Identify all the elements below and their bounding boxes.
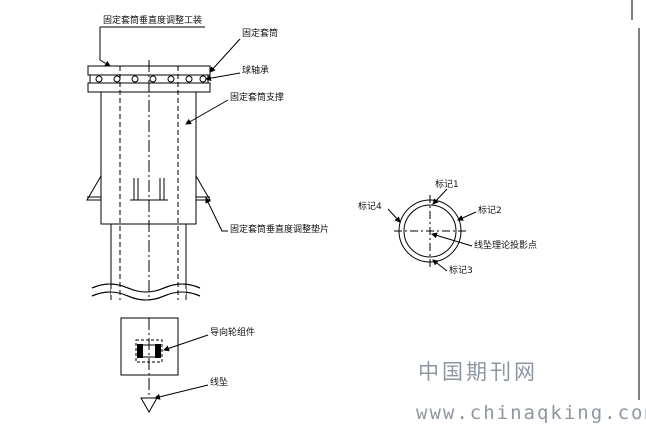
label-adjust-tool: 固定套筒垂直度调整工装 bbox=[103, 16, 203, 26]
leader-mark2 bbox=[457, 211, 477, 221]
leader-projection bbox=[431, 232, 473, 247]
leader-mark3 bbox=[432, 259, 448, 272]
leader-adjust-tool bbox=[99, 27, 111, 67]
label-guide-wheel: 导向轮组件 bbox=[210, 328, 256, 338]
leader-adjust-shim bbox=[205, 197, 228, 232]
leader-mark1 bbox=[432, 188, 448, 205]
label-adjust-shim: 固定套筒垂直度调整垫片 bbox=[230, 225, 330, 235]
shim-right bbox=[195, 174, 211, 201]
label-projection: 线坠理论投影点 bbox=[474, 241, 538, 251]
leader-mark4 bbox=[387, 208, 401, 223]
label-sleeve-support: 固定套筒支撑 bbox=[230, 93, 285, 103]
label-mark2: 标记2 bbox=[478, 206, 502, 216]
plumb-bob bbox=[140, 397, 158, 414]
watermark-url: www.chinaqking.com bbox=[416, 402, 646, 424]
ball-bearing-balls bbox=[95, 75, 207, 83]
center-bracket bbox=[130, 178, 168, 201]
leader-guide-wheel bbox=[163, 334, 209, 352]
watermark-chinese: 中国期刊网 bbox=[418, 360, 538, 384]
label-mark4: 标记4 bbox=[358, 202, 382, 212]
leader-plumb-line bbox=[154, 384, 209, 400]
shim-left bbox=[86, 174, 102, 201]
leader-ball-bearing bbox=[205, 72, 241, 82]
label-plumb-line: 线坠 bbox=[210, 378, 229, 388]
leader-sleeve-support bbox=[185, 99, 229, 125]
label-mark1: 标记1 bbox=[435, 180, 459, 190]
leader-fixed-sleeve bbox=[209, 38, 241, 73]
label-mark3: 标记3 bbox=[449, 266, 473, 276]
label-fixed-sleeve: 固定套筒 bbox=[242, 29, 279, 39]
label-ball-bearing: 球轴承 bbox=[242, 66, 270, 76]
top-view-circle bbox=[394, 195, 466, 268]
